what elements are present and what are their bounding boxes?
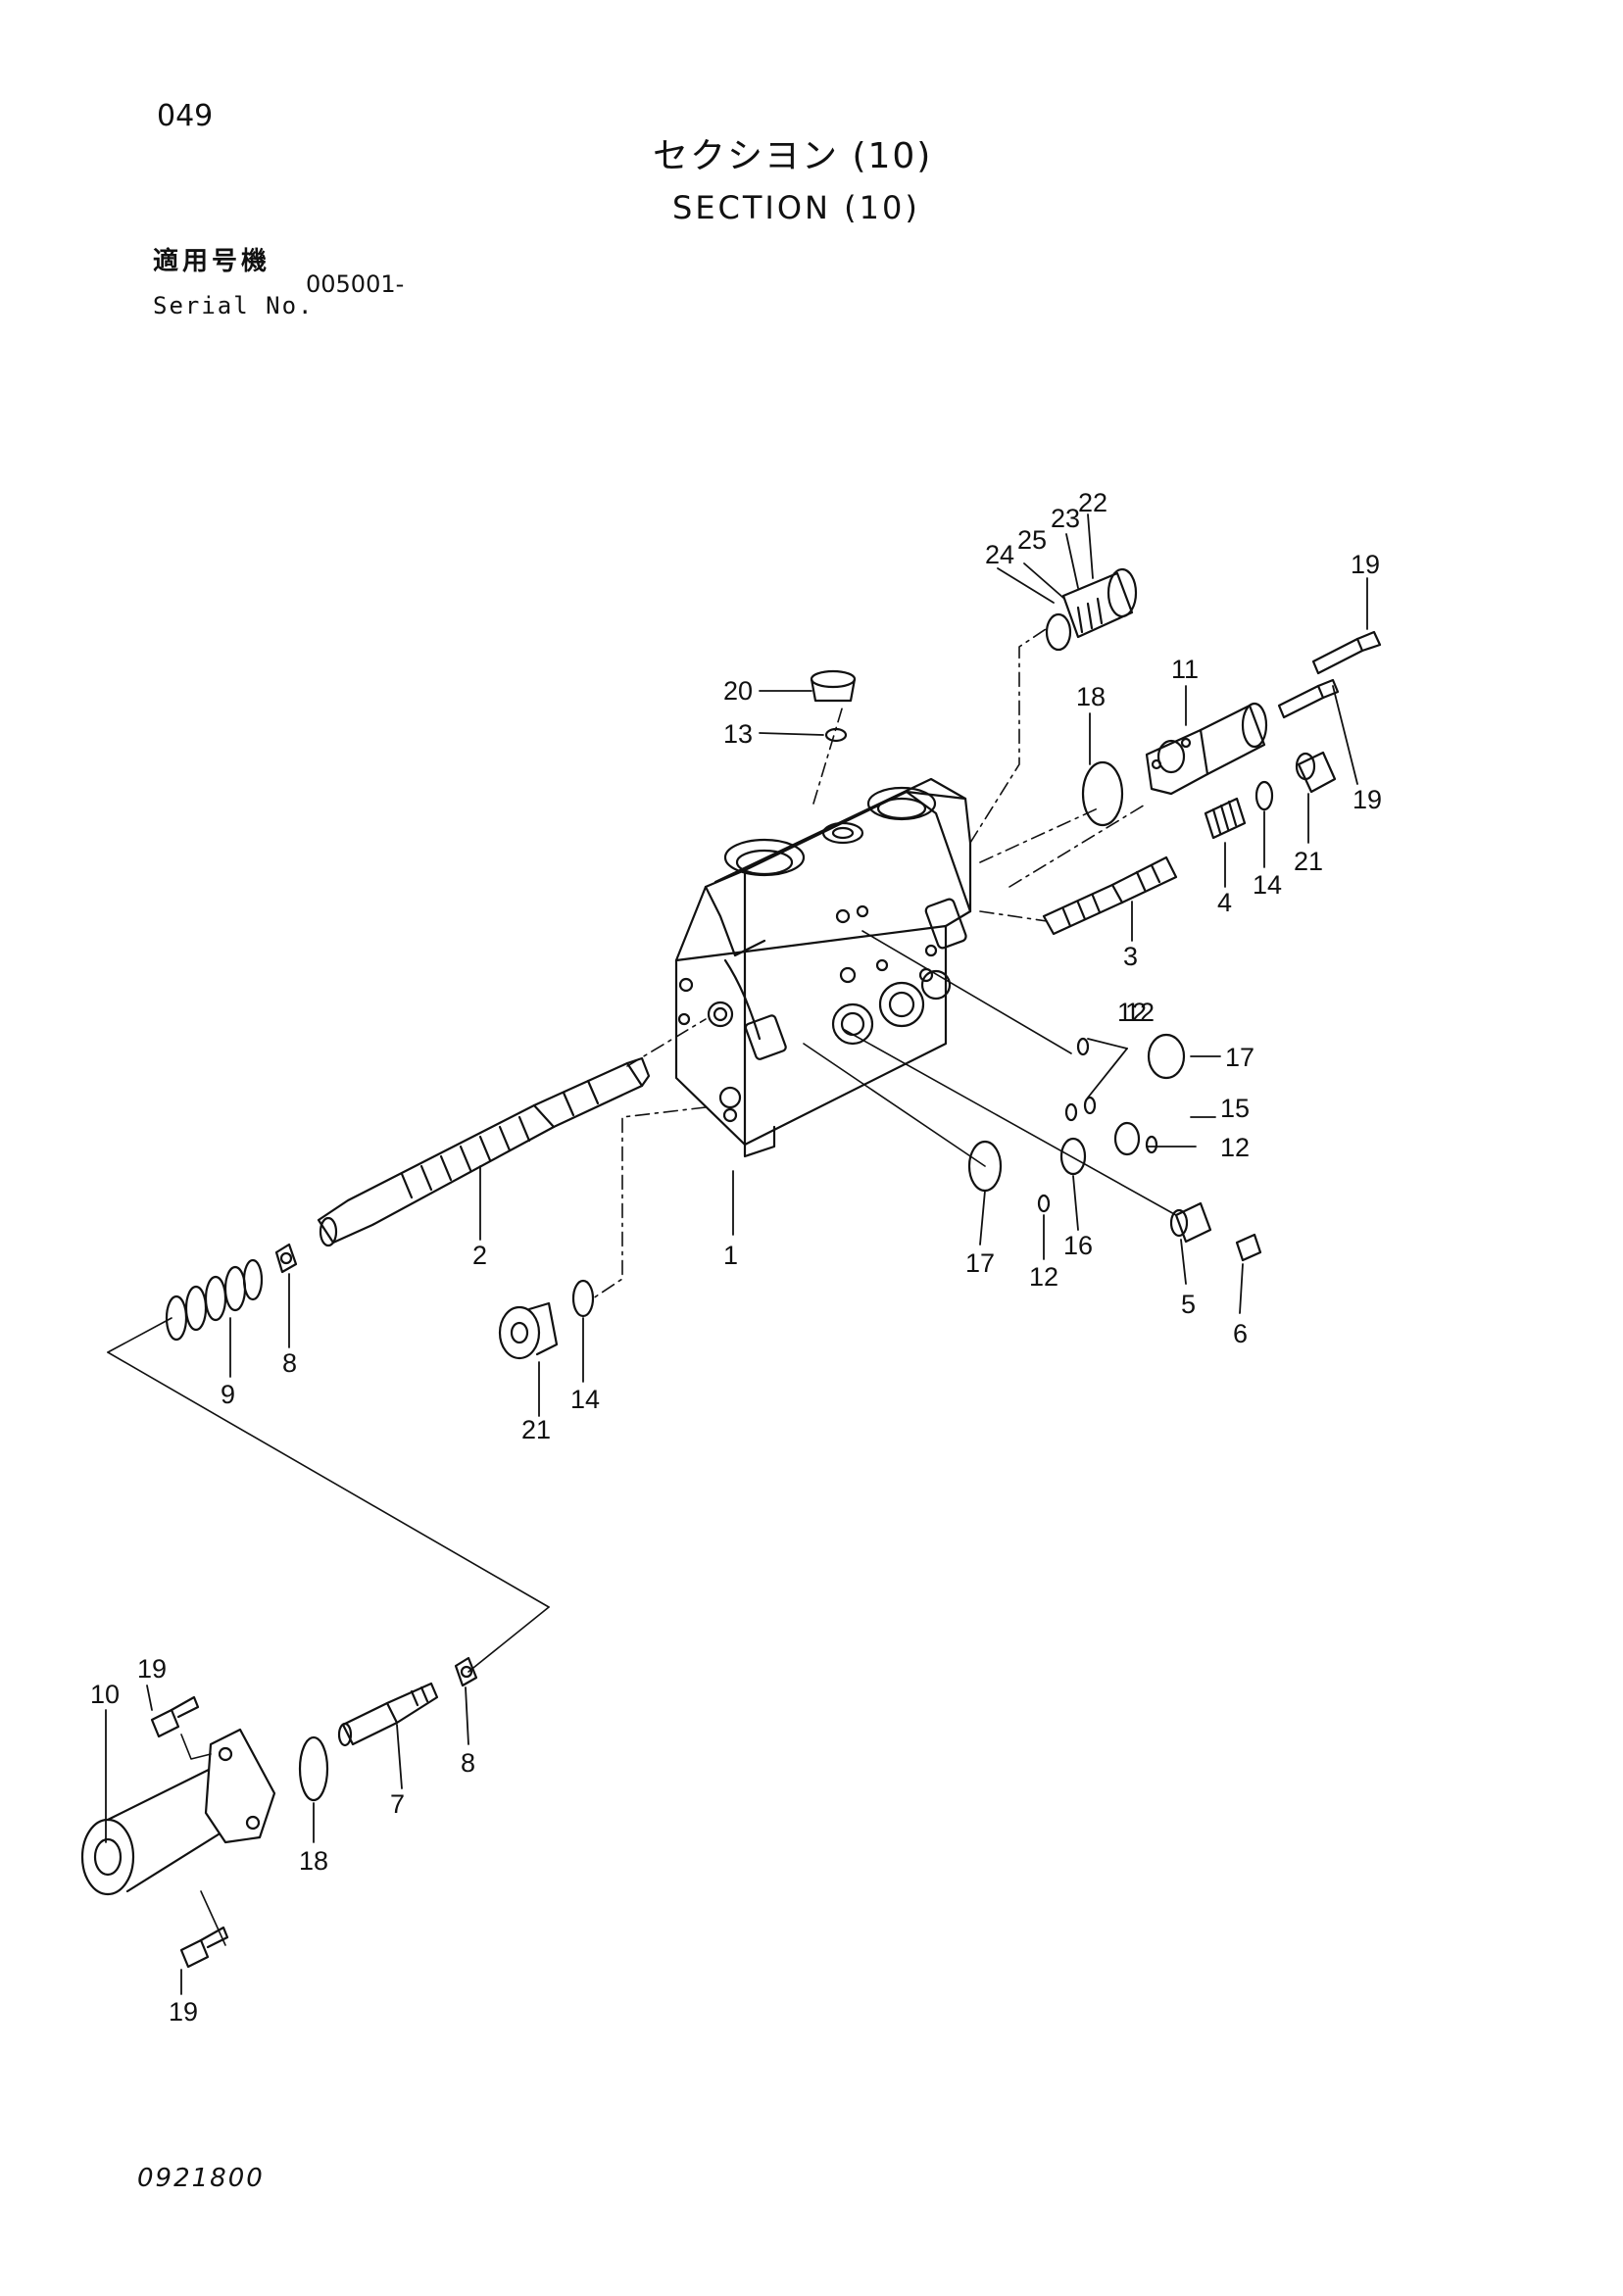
callout-21-left: 21 — [521, 1415, 551, 1444]
callout-1: 1 — [723, 1241, 738, 1270]
serial-label-english: Serial No. — [153, 292, 315, 319]
plug-icon — [274, 1243, 478, 1687]
callout-18-lower: 18 — [299, 1846, 328, 1876]
callout-12-b: 12 — [1220, 1133, 1250, 1162]
callout-15: 15 — [1220, 1094, 1250, 1123]
callout-20: 20 — [723, 676, 753, 706]
callout-25: 25 — [1017, 525, 1047, 555]
callout-19-mid-right: 19 — [1352, 785, 1382, 814]
spring-icon — [165, 1258, 264, 1342]
plug-icon — [810, 567, 1262, 1262]
callout-23: 23 — [1051, 504, 1080, 533]
callout-17-left: 17 — [965, 1248, 995, 1278]
callout-16: 16 — [1063, 1231, 1093, 1260]
page-number: 049 — [157, 99, 214, 133]
callout-6: 6 — [1233, 1319, 1248, 1348]
drawing-number: 0921800 — [137, 2164, 265, 2193]
callout-2: 2 — [472, 1241, 487, 1270]
cap-icon — [1145, 702, 1337, 796]
spool-icon — [317, 1056, 651, 1247]
callout-19-upper-left: 19 — [137, 1654, 167, 1684]
o-ring-icon — [824, 727, 1274, 1213]
spool-icon — [1042, 855, 1178, 936]
callout-19-lower-left: 19 — [169, 1997, 198, 2027]
callout-leaders — [105, 513, 1368, 1995]
callout-4: 4 — [1217, 888, 1232, 917]
callout-labels: 1 2 3 4 5 6 7 8 8 9 10 11 12 12 12 12 13… — [90, 488, 1382, 2027]
spool-icon — [337, 1682, 439, 1747]
callout-17-right: 17 — [1225, 1043, 1254, 1072]
callout-12-d: 12 — [1117, 998, 1147, 1027]
assembly-lines — [592, 626, 1148, 1299]
callout-21-right: 21 — [1294, 847, 1323, 876]
callout-24: 24 — [985, 540, 1014, 569]
callout-13: 13 — [723, 719, 753, 749]
callout-12-a: 12 — [1125, 998, 1155, 1027]
callout-22: 22 — [1078, 488, 1107, 517]
callout-7: 7 — [390, 1789, 405, 1819]
page-title-japanese: セクシヨン (10) — [653, 136, 933, 176]
callout-18-upper: 18 — [1076, 682, 1106, 711]
leader-lines — [107, 930, 1177, 1946]
cap-icon — [498, 1301, 559, 1360]
page-title-english: SECTION (10) — [672, 189, 920, 226]
callout-3: 3 — [1123, 942, 1138, 971]
callout-12-c: 12 — [1029, 1262, 1058, 1292]
callout-19-top-right: 19 — [1351, 550, 1380, 579]
callout-14-left: 14 — [570, 1385, 600, 1414]
valve-housing-icon — [674, 777, 972, 1158]
callout-10: 10 — [90, 1680, 120, 1709]
serial-label-japanese: 適用号機 — [153, 247, 271, 276]
callout-8-lower: 8 — [461, 1748, 475, 1778]
cap-icon — [80, 1728, 329, 1896]
callout-8-upper: 8 — [282, 1348, 297, 1378]
bolt-icon — [150, 630, 1382, 1969]
o-ring-icon — [571, 1279, 595, 1318]
callout-5: 5 — [1181, 1290, 1196, 1319]
callout-14-right: 14 — [1253, 870, 1282, 900]
spring-icon — [1204, 797, 1247, 840]
callout-9: 9 — [221, 1380, 235, 1409]
serial-number-value: 005001- — [306, 270, 405, 298]
callout-11: 11 — [1171, 655, 1199, 684]
